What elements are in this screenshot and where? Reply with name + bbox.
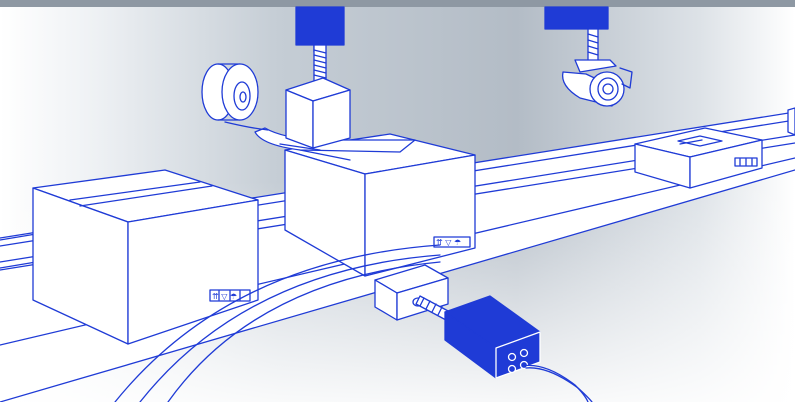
security-camera (544, 6, 633, 107)
package-handling-icons-mid: ⇈ ▽ ☂ (436, 238, 461, 247)
package-handling-icons-left: ⇈ ▽ ☂ (212, 292, 237, 301)
tape-roll (201, 63, 269, 131)
cardboard-box-edge (787, 107, 795, 136)
cardboard-box-middle: ⇈ ▽ ☂ (284, 133, 476, 277)
cardboard-box-far (634, 127, 763, 189)
top-bar (0, 0, 795, 7)
sensor-cable (521, 364, 593, 402)
taping-head (285, 6, 351, 149)
cardboard-box-left: ⇈ ▽ ☂ (32, 169, 259, 345)
proximity-sensor (444, 295, 541, 379)
sensor-cable-curve (114, 244, 441, 402)
